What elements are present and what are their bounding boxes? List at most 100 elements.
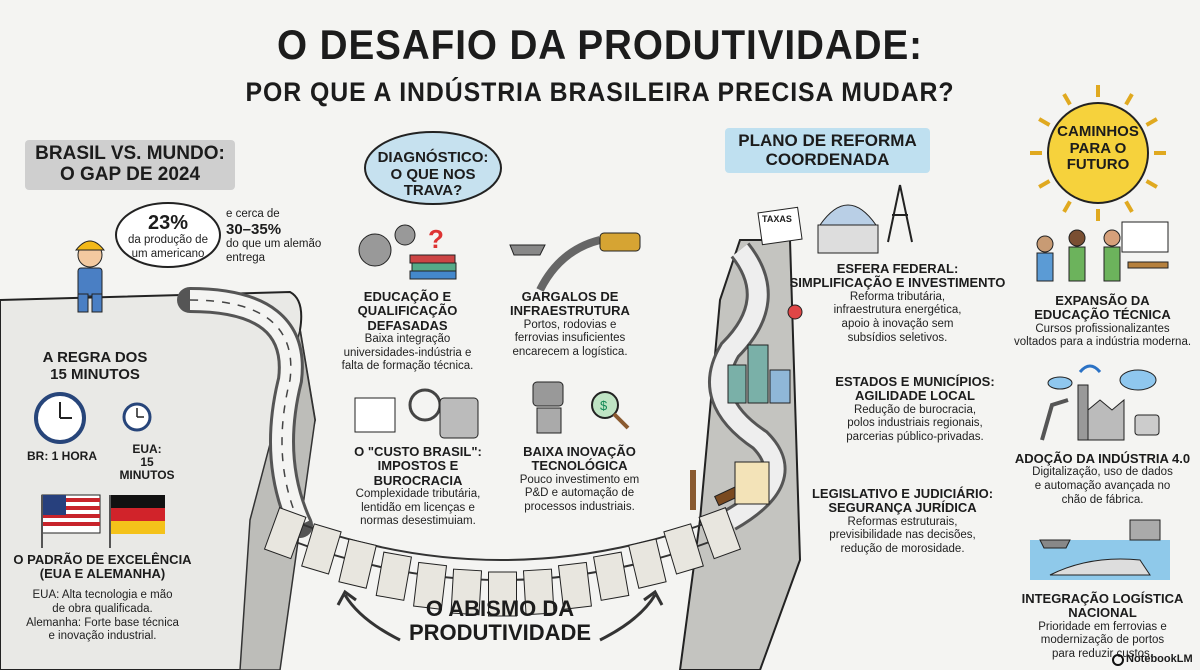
sun-ray xyxy=(1145,117,1158,127)
body-line: de obra qualificada. xyxy=(52,602,153,615)
page-subtitle: POR QUE A INDÚSTRIA BRASILEIRA PRECISA M… xyxy=(245,77,955,107)
worker-icon xyxy=(74,240,106,313)
gavel-scales-icon xyxy=(690,461,770,510)
abyss-label: O ABISMO DA PRODUTIVIDADE xyxy=(400,596,600,645)
arrow-right-icon xyxy=(599,594,657,642)
item-title: ESTADOS E MUNICÍPIOS:AGILIDADE LOCAL xyxy=(815,374,1015,404)
stat-23-percent: 23% xyxy=(147,212,189,234)
capitol-tax-tower-icon xyxy=(757,184,913,254)
text-line: apoio à inovação sem xyxy=(841,318,954,331)
sun-ray xyxy=(1038,117,1051,127)
text-line: previsibilidade nas decisões, xyxy=(829,529,976,542)
clock-15-minutes-icon xyxy=(122,402,152,432)
text-line: EDUCAÇÃO E xyxy=(363,289,452,304)
excellence-title: O PADRÃO DE EXCELÊNCIA (EUA E ALEMANHA) xyxy=(5,552,200,582)
ship-train-road-icon xyxy=(509,232,641,292)
text-line: Redução de burocracia, xyxy=(853,403,977,416)
text-line: Reformas estruturais, xyxy=(847,515,958,528)
ship-train-port-icon xyxy=(1030,519,1170,580)
br-time-label: BR: 1 HORA xyxy=(26,449,97,463)
arrow-left-icon xyxy=(343,594,401,642)
text-line: Cursos profissionalizantes xyxy=(1035,322,1170,335)
text-line: encarecem a logística. xyxy=(512,346,628,359)
text-line: QUALIFICAÇÃO xyxy=(357,303,458,319)
bridge-plank xyxy=(698,507,742,560)
usa-flag-icon xyxy=(41,494,101,548)
label-line: 15 MINUTOS xyxy=(119,455,175,483)
text-line: lentidão em licenças e xyxy=(361,501,475,514)
bridge-plank xyxy=(592,551,630,601)
text-line: e automação avançada no xyxy=(1034,480,1171,493)
factory-iot-icon xyxy=(1040,364,1160,441)
rule-15-minutes-title: A REGRA DOS 15 MINUTOS xyxy=(30,349,160,383)
text-line: subsídios seletivos. xyxy=(847,331,948,344)
text-line: modernização de portos xyxy=(1040,634,1165,647)
item-body: Redução de burocracia,polos industriais … xyxy=(815,404,1015,445)
svg-text:$: $ xyxy=(600,398,608,413)
us-time-label: EUA: 15 MINUTOS xyxy=(112,442,182,483)
label-line: O ABISMO DA xyxy=(425,596,575,621)
title-line: 15 MINUTOS xyxy=(50,365,140,383)
diagnosis-heading: DIAGNÓSTICO: O QUE NOS TRAVA? xyxy=(368,149,498,200)
text-line: polos industriais regionais, xyxy=(847,417,983,430)
text-line: para reduzir custos. xyxy=(1052,648,1153,661)
plan-item-states: ESTADOS E MUNICÍPIOS:AGILIDADE LOCAL Red… xyxy=(815,374,1015,445)
heading-line: DIAGNÓSTICO: xyxy=(377,149,489,166)
heading-line: O GAP DE 2024 xyxy=(59,163,201,185)
bridge-plank xyxy=(628,538,667,589)
bridge-plank xyxy=(413,561,448,610)
stat-caption: da produção de xyxy=(128,234,208,246)
bridge-plank xyxy=(375,551,413,601)
text-line: EDUCAÇÃO TÉCNICA xyxy=(1034,307,1171,323)
bridge-plank xyxy=(301,523,342,575)
students-workshop-icon xyxy=(1036,221,1169,282)
text-line: parcerias público-privadas. xyxy=(846,431,984,444)
sun-ray xyxy=(1124,200,1134,213)
text-line: voltados para a indústria moderna. xyxy=(1013,336,1192,349)
text-line: ESFERA FEDERAL: xyxy=(836,261,959,276)
plan-item-legislative: LEGISLATIVO E JUDICIÁRIO:SEGURANÇA JURÍD… xyxy=(790,486,1015,557)
text-line: infraestrutura energética, xyxy=(833,304,962,317)
item-body: Reforma tributária,infraestrutura energé… xyxy=(785,291,1010,346)
title-line: O PADRÃO DE EXCELÊNCIA xyxy=(13,552,192,567)
text-line: P&D e automação de xyxy=(524,487,635,500)
text-line: BAIXA INOVAÇÃO xyxy=(523,444,636,459)
heading-line: O QUE NOS TRAVA? xyxy=(390,165,476,199)
thought-text: 23% da produção de um americano xyxy=(118,212,218,262)
tax-document-label: TAXAS xyxy=(762,214,792,224)
page-title: O DESAFIO DA PRODUTIVIDADE: xyxy=(277,21,923,68)
text-line: O "CUSTO BRASIL": xyxy=(354,444,482,459)
sun-ray xyxy=(1145,179,1158,189)
text-line: SEGURANÇA JURÍDICA xyxy=(828,500,977,516)
heading-line: PLANO DE REFORMA xyxy=(738,131,917,150)
city-buildings-icon xyxy=(727,344,791,404)
body-line: e inovação industrial. xyxy=(48,630,157,643)
text-line: Baixa integração xyxy=(364,332,451,345)
clock-1-hour-icon xyxy=(34,392,86,444)
heading-line: PARA O xyxy=(1069,139,1127,157)
body-line: EUA: Alta tecnologia e mão xyxy=(32,589,173,601)
gears-books-icon: ? xyxy=(358,224,457,280)
text-line: chão de fábrica. xyxy=(1061,493,1144,506)
text-line: redução de morosidade. xyxy=(840,543,965,556)
item-title: O "CUSTO BRASIL":IMPOSTOS E BUROCRACIA xyxy=(338,444,498,488)
text-line: LEGISLATIVO E JUDICIÁRIO: xyxy=(811,486,994,501)
sun-icon xyxy=(1030,85,1166,221)
plan-item-federal: ESFERA FEDERAL:SIMPLIFICAÇÃO E INVESTIME… xyxy=(785,261,1010,346)
item-title: LEGISLATIVO E JUDICIÁRIO:SEGURANÇA JURÍD… xyxy=(790,486,1015,516)
text-line: ESTADOS E MUNICÍPIOS: xyxy=(835,374,995,389)
paperwork-calculator-icon xyxy=(354,388,479,439)
